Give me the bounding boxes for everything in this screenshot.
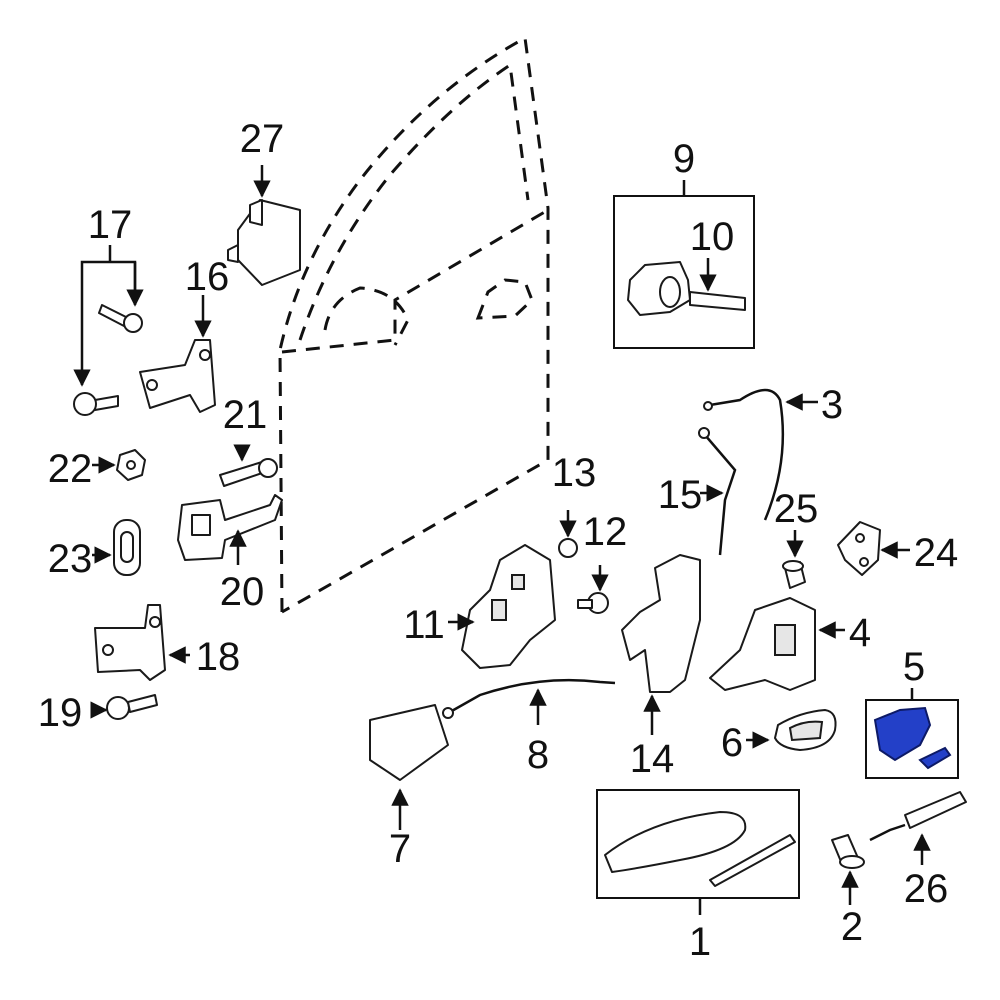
part-17-bolts[interactable]: [73, 245, 144, 416]
label-26: 26: [904, 867, 949, 911]
label-6: 6: [721, 721, 743, 765]
part-11-lock-bracket[interactable]: [448, 544, 556, 669]
label-11: 11: [403, 603, 445, 647]
label-9: 9: [673, 137, 695, 181]
part-24-striker[interactable]: [837, 521, 910, 576]
label-15: 15: [658, 473, 703, 517]
label-16: 16: [185, 255, 230, 299]
part-22-nut[interactable]: [92, 449, 146, 481]
part-13-clip[interactable]: [558, 510, 578, 558]
part-15-rod[interactable]: [698, 427, 737, 556]
part-14-frame[interactable]: [621, 554, 701, 735]
part-6-bezel[interactable]: [746, 709, 837, 751]
part-8-cable[interactable]: [442, 678, 616, 725]
part-16-upper-hinge[interactable]: [139, 295, 216, 413]
part-7-panel[interactable]: [369, 704, 449, 830]
label-25: 25: [774, 487, 819, 531]
door-outline: [278, 35, 550, 614]
part-25-pin[interactable]: [782, 530, 806, 589]
label-18: 18: [196, 635, 241, 679]
label-23: 23: [48, 537, 93, 581]
part-21-bolt[interactable]: [219, 444, 278, 487]
part-5-cover-box[interactable]: [865, 688, 959, 779]
label-13: 13: [552, 451, 597, 495]
label-17: 17: [88, 203, 133, 247]
part-27-module[interactable]: [227, 165, 301, 286]
part-26-sensor[interactable]: [869, 791, 967, 865]
label-21: 21: [223, 393, 268, 437]
label-1: 1: [689, 920, 711, 964]
label-14: 14: [630, 737, 675, 781]
label-22: 22: [48, 447, 93, 491]
label-19: 19: [38, 691, 83, 735]
part-20-door-check[interactable]: [177, 494, 283, 565]
part-23-grommet[interactable]: [92, 519, 141, 576]
label-8: 8: [527, 733, 549, 777]
part-1-handle-box[interactable]: [596, 789, 800, 915]
part-3-cable[interactable]: [703, 388, 818, 521]
part-12-clip[interactable]: [577, 565, 609, 614]
label-20: 20: [220, 570, 265, 614]
part-10-key[interactable]: [689, 258, 746, 311]
part-18-lower-hinge[interactable]: [94, 604, 190, 681]
label-2: 2: [841, 905, 863, 949]
label-4: 4: [849, 611, 871, 655]
label-24: 24: [914, 531, 959, 575]
part-19-bolt[interactable]: [90, 694, 158, 720]
label-10: 10: [690, 215, 735, 259]
label-27: 27: [240, 117, 285, 161]
part-2-screw[interactable]: [831, 834, 865, 905]
label-3: 3: [821, 383, 843, 427]
part-4-latch[interactable]: [709, 597, 845, 691]
part-9-cylinder-box[interactable]: [613, 180, 755, 349]
callout-labels: 27 17 16 21 22 23 20 18 19 9 10 3 15 13 …: [38, 117, 959, 964]
label-7: 7: [389, 827, 411, 871]
label-5: 5: [903, 645, 925, 689]
label-12: 12: [583, 510, 628, 554]
